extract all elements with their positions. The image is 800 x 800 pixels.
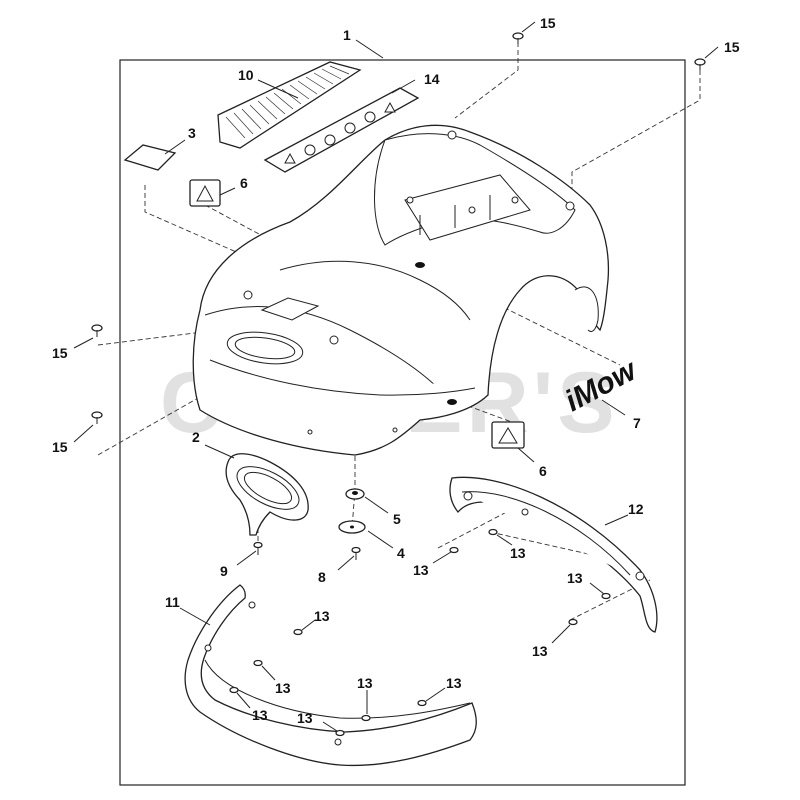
callout-13-b: 13 bbox=[510, 545, 526, 561]
callout-13-j: 13 bbox=[446, 675, 462, 691]
callout-14: 14 bbox=[424, 71, 440, 87]
callout-13-d: 13 bbox=[532, 643, 548, 659]
callout-7: 7 bbox=[633, 415, 641, 431]
part-4-washer bbox=[338, 520, 366, 534]
callout-13-g: 13 bbox=[252, 707, 268, 723]
diagram-frame bbox=[119, 59, 686, 786]
callout-6-bottom: 6 bbox=[539, 463, 547, 479]
part-12-rear-bumper bbox=[449, 476, 658, 633]
part-1-housing bbox=[192, 124, 610, 456]
part-10-decal bbox=[217, 61, 362, 149]
callout-13-i: 13 bbox=[357, 675, 373, 691]
callout-1: 1 bbox=[343, 27, 351, 43]
part-6-warning-decal-top bbox=[189, 179, 221, 207]
part-2-lens-cover bbox=[225, 453, 309, 536]
callout-13-c: 13 bbox=[567, 570, 583, 586]
callout-5: 5 bbox=[393, 511, 401, 527]
part-9-screw bbox=[253, 541, 263, 555]
callout-10: 10 bbox=[238, 67, 254, 83]
callout-15-left-lower: 15 bbox=[52, 439, 68, 455]
callout-4: 4 bbox=[397, 545, 405, 561]
callout-8: 8 bbox=[318, 569, 326, 585]
leader-lines bbox=[73, 21, 719, 732]
callout-3: 3 bbox=[188, 125, 196, 141]
part-8-screw bbox=[351, 546, 361, 560]
part-13-screws bbox=[229, 528, 611, 737]
callout-13-a: 13 bbox=[413, 562, 429, 578]
part-11-front-bumper bbox=[184, 584, 477, 767]
callout-15-top: 15 bbox=[540, 15, 556, 31]
callout-13-h: 13 bbox=[297, 710, 313, 726]
part-15-screws bbox=[91, 32, 706, 424]
part-6-warning-decal-bottom bbox=[491, 421, 525, 449]
callout-6-top: 6 bbox=[240, 175, 248, 191]
callout-numbers: 1 10 14 3 6 15 15 15 15 7 6 2 5 4 8 9 11… bbox=[52, 15, 740, 726]
callout-2: 2 bbox=[192, 429, 200, 445]
part-5-grommet bbox=[345, 488, 365, 500]
callout-12: 12 bbox=[628, 501, 644, 517]
callout-15-right: 15 bbox=[724, 39, 740, 55]
callout-13-e: 13 bbox=[314, 608, 330, 624]
callout-15-left-upper: 15 bbox=[52, 345, 68, 361]
callout-13-f: 13 bbox=[275, 680, 291, 696]
callout-11: 11 bbox=[165, 594, 180, 610]
part-3-decal bbox=[123, 144, 177, 171]
callout-9: 9 bbox=[220, 563, 228, 579]
part-14-warning-label bbox=[263, 87, 420, 173]
